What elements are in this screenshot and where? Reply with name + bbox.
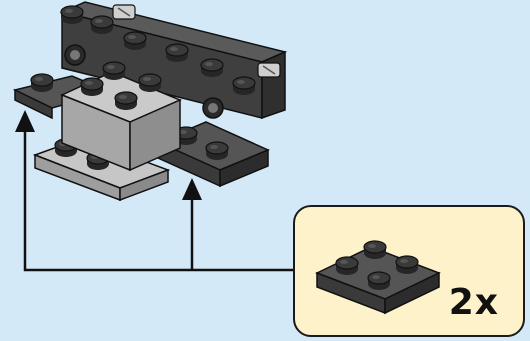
plate-2x2-icon [315,240,441,315]
technic-hole-icon [202,97,224,119]
technic-hole-icon [64,44,86,66]
right-dark-plate [156,121,270,188]
arrow-lines [23,128,293,272]
arrow-up-icon [15,110,35,132]
light-center-brick [60,61,182,172]
hinge-pin-icon [257,62,281,78]
quantity-label: 2x [448,282,499,323]
light-bottom-plate [32,137,171,202]
parts-callout: 2x [293,205,525,337]
arrow-up-icon [182,178,202,200]
hinge-pin-icon [112,4,136,20]
